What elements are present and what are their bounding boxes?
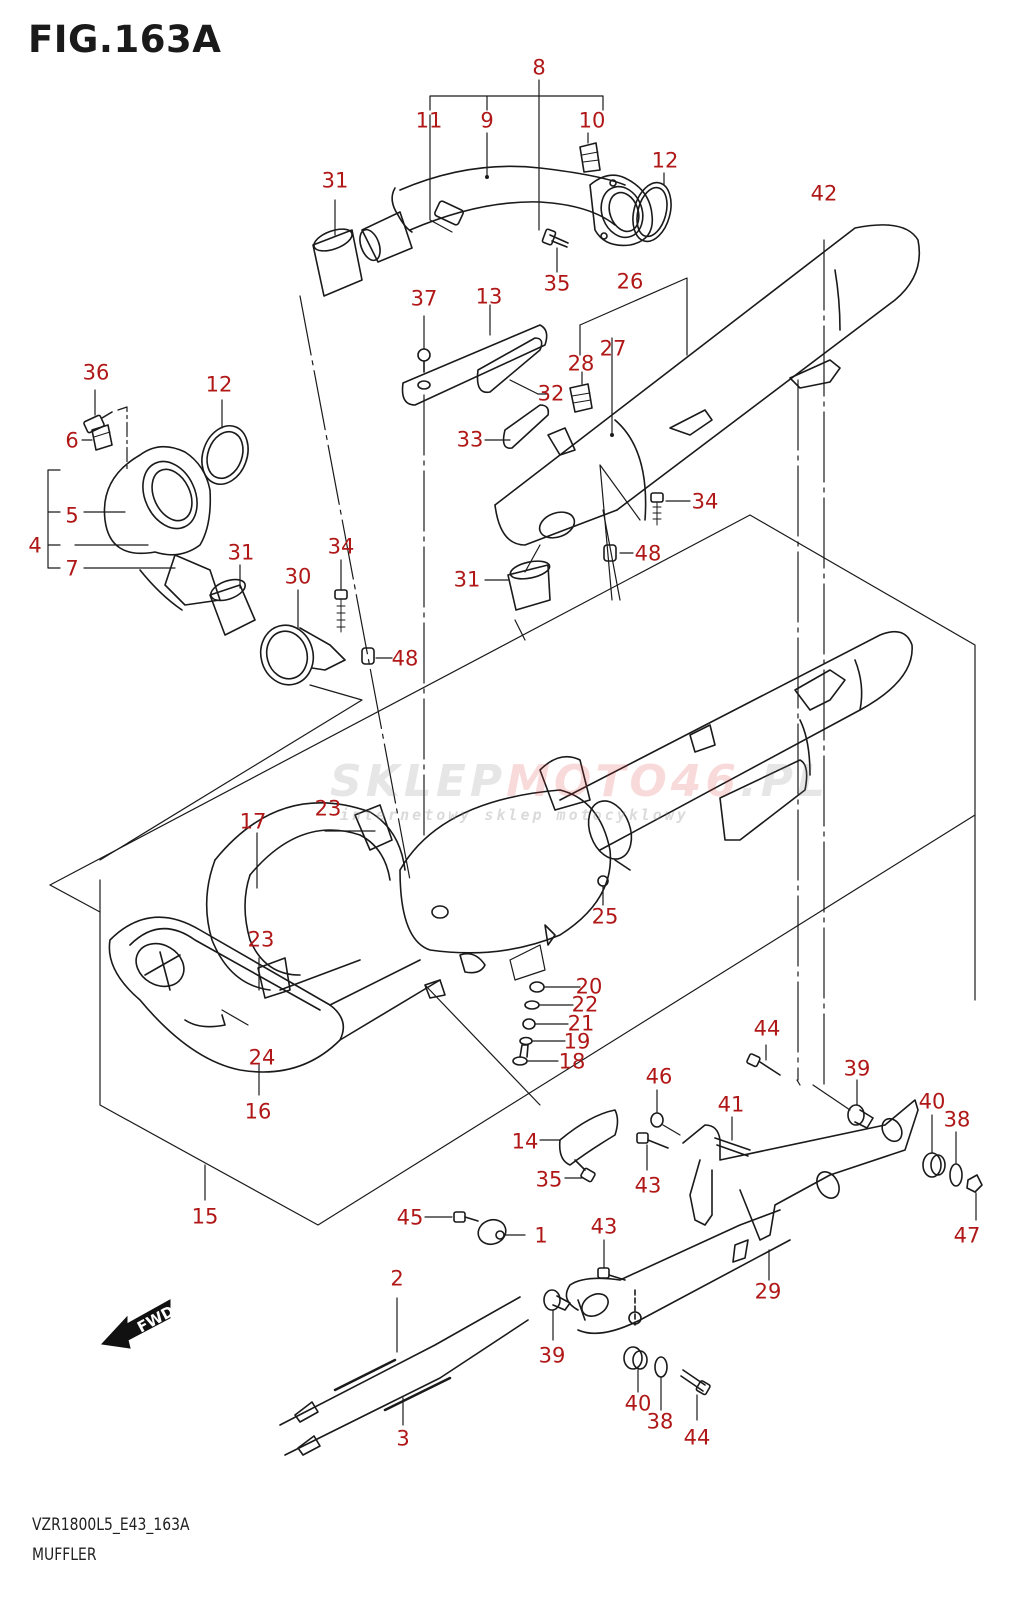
hardware-stack — [512, 981, 581, 1066]
part-callout-29[interactable]: 29 — [754, 1279, 782, 1304]
part-callout-25[interactable]: 25 — [591, 904, 619, 929]
part-callout-32[interactable]: 32 — [537, 381, 565, 406]
part-callout-12[interactable]: 12 — [205, 372, 233, 397]
part-callout-23[interactable]: 23 — [314, 796, 342, 821]
part-callout-16[interactable]: 16 — [244, 1099, 272, 1124]
part-callout-47[interactable]: 47 — [953, 1223, 981, 1248]
part-callout-44[interactable]: 44 — [683, 1425, 711, 1450]
part-callout-10[interactable]: 10 — [578, 108, 606, 133]
part-callout-21[interactable]: 21 — [567, 1011, 595, 1036]
part-callout-9[interactable]: 9 — [480, 108, 494, 133]
muffler-assembly-box-15 — [49, 514, 976, 1226]
part-callout-14[interactable]: 14 — [511, 1129, 539, 1154]
part-callout-3[interactable]: 3 — [396, 1426, 410, 1451]
part-callout-24[interactable]: 24 — [248, 1045, 276, 1070]
part-callout-27[interactable]: 27 — [599, 336, 627, 361]
model-code: VZR1800L5_E43_163A — [32, 1515, 190, 1535]
watermark-logo: SKLEPMOTO46.PL — [330, 756, 829, 807]
part-callout-13[interactable]: 13 — [475, 284, 503, 309]
part-callout-43[interactable]: 43 — [590, 1214, 618, 1239]
part-callout-22[interactable]: 22 — [571, 992, 599, 1017]
part-callout-30[interactable]: 30 — [284, 564, 312, 589]
upper-muffler-assembly — [484, 224, 921, 641]
stand-bracket-assembly — [539, 1044, 983, 1421]
part-callout-45[interactable]: 45 — [396, 1205, 424, 1230]
part-callout-18[interactable]: 18 — [558, 1049, 586, 1074]
part-callout-5[interactable]: 5 — [65, 503, 79, 528]
part-callout-28[interactable]: 28 — [567, 351, 595, 376]
front-exhaust-pipe-assembly — [312, 79, 672, 297]
part-callout-17[interactable]: 17 — [239, 809, 267, 834]
fwd-label: FWD — [134, 1302, 177, 1336]
part-callout-12[interactable]: 12 — [651, 148, 679, 173]
part-callout-37[interactable]: 37 — [410, 286, 438, 311]
part-callout-38[interactable]: 38 — [646, 1409, 674, 1434]
fwd-arrow-icon: FWD — [100, 1299, 177, 1349]
part-callout-2[interactable]: 2 — [390, 1266, 404, 1291]
part-callout-8[interactable]: 8 — [532, 55, 546, 80]
figure-title: FIG.163A — [28, 18, 222, 61]
part-callout-44[interactable]: 44 — [753, 1016, 781, 1041]
part-callout-31[interactable]: 31 — [321, 168, 349, 193]
part-callout-48[interactable]: 48 — [634, 541, 662, 566]
part-callout-34[interactable]: 34 — [327, 534, 355, 559]
alignment-lines — [299, 239, 851, 1111]
part-callout-34[interactable]: 34 — [691, 489, 719, 514]
left-joint-pipe-assembly — [47, 389, 393, 861]
part-callout-35[interactable]: 35 — [543, 271, 571, 296]
part-callout-23[interactable]: 23 — [247, 927, 275, 952]
part-callout-40[interactable]: 40 — [624, 1391, 652, 1416]
part-callout-20[interactable]: 20 — [575, 974, 603, 999]
part-callout-46[interactable]: 46 — [645, 1064, 673, 1089]
part-callout-19[interactable]: 19 — [563, 1029, 591, 1054]
part-callout-43[interactable]: 43 — [634, 1173, 662, 1198]
part-callout-38[interactable]: 38 — [943, 1107, 971, 1132]
part-callout-26[interactable]: 26 — [616, 269, 644, 294]
cables-and-switch — [279, 1211, 529, 1456]
part-callout-39[interactable]: 39 — [843, 1056, 871, 1081]
part-callout-1[interactable]: 1 — [534, 1223, 548, 1248]
section-name: MUFFLER — [32, 1545, 97, 1565]
part-callout-6[interactable]: 6 — [65, 428, 79, 453]
part-callout-36[interactable]: 36 — [82, 360, 110, 385]
part-callout-33[interactable]: 33 — [456, 427, 484, 452]
main-exhaust-system — [108, 630, 913, 1106]
part-callout-42[interactable]: 42 — [810, 181, 838, 206]
part-callout-31[interactable]: 31 — [227, 540, 255, 565]
part-callout-7[interactable]: 7 — [65, 556, 79, 581]
part-callout-40[interactable]: 40 — [918, 1089, 946, 1114]
part-callout-48[interactable]: 48 — [391, 646, 419, 671]
part-callout-41[interactable]: 41 — [717, 1092, 745, 1117]
part-callout-4[interactable]: 4 — [28, 533, 42, 558]
part-callout-11[interactable]: 11 — [415, 108, 443, 133]
part-callout-39[interactable]: 39 — [538, 1343, 566, 1368]
part-callout-35[interactable]: 35 — [535, 1167, 563, 1192]
watermark-tagline: internetowy sklep motocyklowy — [340, 806, 689, 824]
heat-cover-13 — [401, 304, 550, 449]
part-callout-15[interactable]: 15 — [191, 1204, 219, 1229]
part-callout-31[interactable]: 31 — [453, 567, 481, 592]
